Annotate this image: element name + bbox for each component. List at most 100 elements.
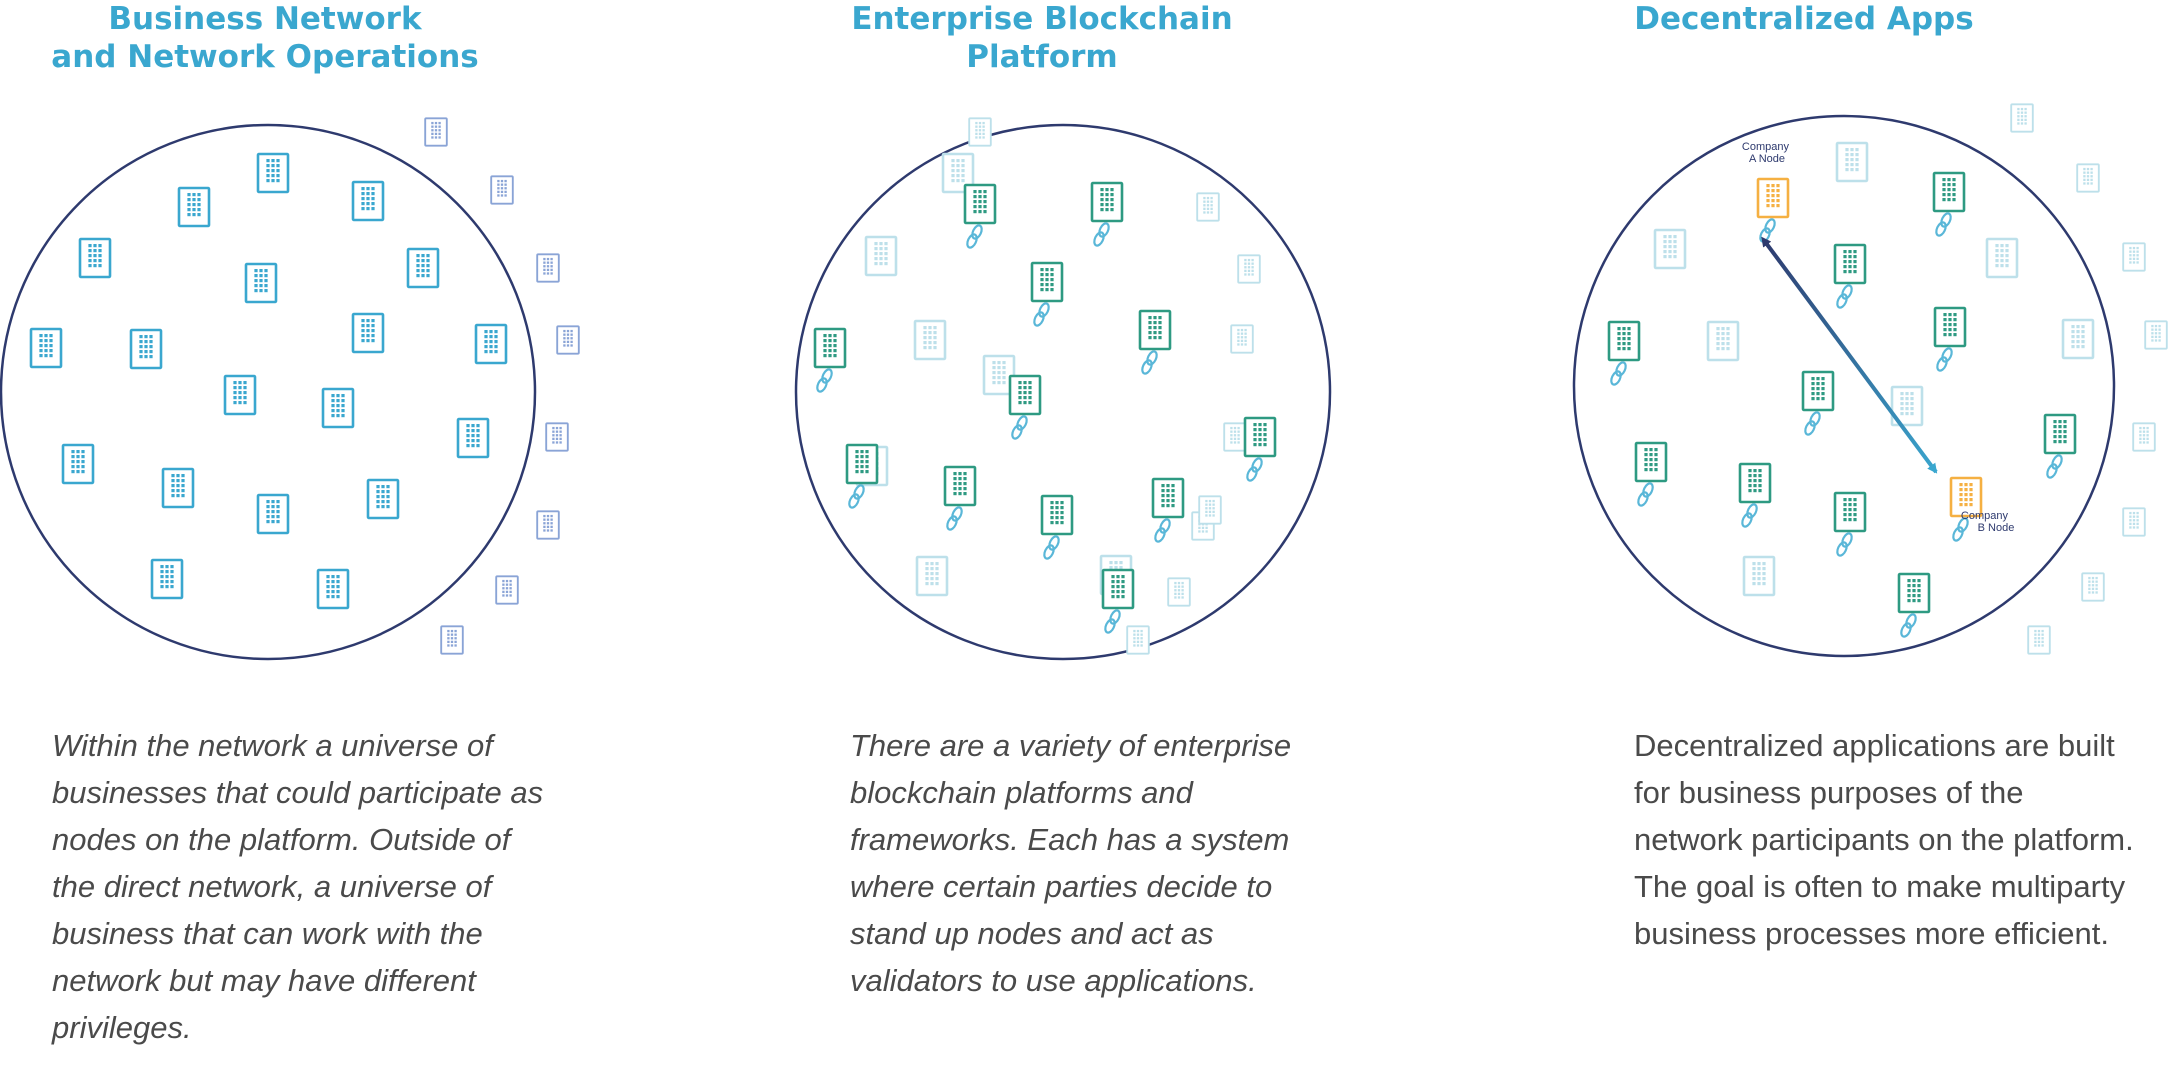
title-line: Platform [966, 39, 1118, 75]
network-diagram [0, 117, 580, 661]
building-icon [256, 493, 290, 535]
building-icon [545, 422, 569, 452]
company-b-label-line: Company [1961, 510, 2009, 522]
building-icon [150, 558, 184, 600]
chain-link-icon [1804, 411, 1821, 436]
chain-link-icon [1246, 457, 1263, 482]
building-icon [1223, 422, 1247, 452]
building-icon [1230, 324, 1254, 354]
chain-link-icon [1759, 218, 1776, 243]
panel-decentralized-apps: Decentralized Apps Company A Node Compan… [1444, 0, 2168, 1078]
building-icon [2043, 413, 2077, 479]
building-icon [244, 262, 278, 304]
chain-link-icon [1935, 212, 1952, 237]
dapps-diagram: Company A Node Company B Node [1572, 103, 2168, 658]
building-icon [406, 247, 440, 289]
building-icon [316, 568, 350, 610]
caption-line: There are a variety of enterprise [850, 728, 1292, 763]
chain-link-icon [1011, 415, 1028, 440]
building-icon [2076, 163, 2100, 193]
panel-title: Decentralized Apps [1534, 0, 2074, 38]
building-icon [351, 180, 385, 222]
building-icon [61, 443, 95, 485]
building-icon [2081, 572, 2105, 602]
panel-enterprise-blockchain: Enterprise Blockchain Platform There are… [722, 0, 1444, 1078]
chain-link-icon [946, 506, 963, 531]
network-circle [794, 123, 1332, 661]
building-icon [1897, 572, 1931, 638]
chain-link-icon [1952, 517, 1969, 542]
building-icon [963, 183, 997, 249]
chain-link-icon [966, 224, 983, 249]
company-a-node-icon [1756, 177, 1790, 243]
building-icon [1151, 477, 1185, 543]
building-icon [864, 235, 898, 277]
caption-line: business processes more efficient. [1634, 916, 2109, 951]
building-icon [29, 327, 63, 369]
building-icon [2027, 625, 2051, 655]
building-icon [1742, 555, 1776, 597]
building-icon [1243, 416, 1277, 482]
panel-title: Enterprise Blockchain Platform [772, 0, 1312, 76]
chain-link-icon [1610, 361, 1627, 386]
building-icon [1138, 309, 1172, 375]
title-line: Business Network [108, 1, 422, 37]
chain-link-icon [1043, 535, 1060, 560]
building-icon [813, 327, 847, 393]
chain-link-icon [1836, 284, 1853, 309]
building-icon [495, 575, 519, 605]
building-icon [1801, 370, 1835, 436]
building-group [1607, 103, 2168, 655]
building-icon [321, 387, 355, 429]
panel-caption: Within the network a universe of busines… [52, 722, 543, 1051]
caption-line: blockchain platforms and [850, 775, 1193, 810]
platform-diagram [794, 117, 1332, 661]
caption-line: Decentralized applications are built [1634, 728, 2115, 763]
building-icon [1101, 568, 1135, 634]
building-icon [440, 625, 464, 655]
building-icon [1198, 495, 1222, 525]
building-icon [2122, 242, 2146, 272]
building-icon [1607, 320, 1641, 386]
building-icon [223, 374, 257, 416]
node-connection-arrow [1761, 236, 1938, 474]
caption-line: frameworks. Each has a system [850, 822, 1290, 857]
caption-line: businesses that could participate as [52, 775, 544, 810]
building-icon [915, 555, 949, 597]
building-icon [943, 465, 977, 531]
caption-line: the direct network, a universe of [52, 869, 492, 904]
building-icon [1738, 462, 1772, 528]
building-icon [1126, 625, 1150, 655]
building-group [29, 117, 580, 655]
chain-link-icon [1741, 503, 1758, 528]
building-icon [845, 443, 879, 509]
building-icon [1835, 141, 1869, 183]
building-icon [1833, 243, 1867, 309]
building-icon [1167, 577, 1191, 607]
chain-link-icon [1104, 609, 1121, 634]
building-icon [556, 325, 580, 355]
chain-link-icon [816, 368, 833, 393]
chain-link-icon [1900, 613, 1917, 638]
chain-link-icon [1154, 518, 1171, 543]
building-icon [1653, 228, 1687, 270]
chain-link-icon [1637, 482, 1654, 507]
building-icon [177, 186, 211, 228]
building-icon [366, 478, 400, 520]
building-icon [1833, 491, 1867, 557]
chain-link-icon [1033, 302, 1050, 327]
building-icon [78, 237, 112, 279]
building-icon [351, 312, 385, 354]
company-a-label: Company A Node [1742, 141, 1792, 165]
caption-line: network but may have different [52, 963, 476, 998]
chain-link-icon [2046, 454, 2063, 479]
building-icon [2144, 320, 2168, 350]
building-icon [2122, 507, 2146, 537]
building-icon [536, 253, 560, 283]
building-icon [941, 152, 975, 194]
panel-caption: There are a variety of enterprise blockc… [850, 722, 1291, 1004]
company-a-label-line: Company [1742, 141, 1790, 153]
caption-line: for business purposes of the [1634, 775, 2024, 810]
building-icon [1706, 320, 1740, 362]
caption-line: stand up nodes and act as [850, 916, 1214, 951]
